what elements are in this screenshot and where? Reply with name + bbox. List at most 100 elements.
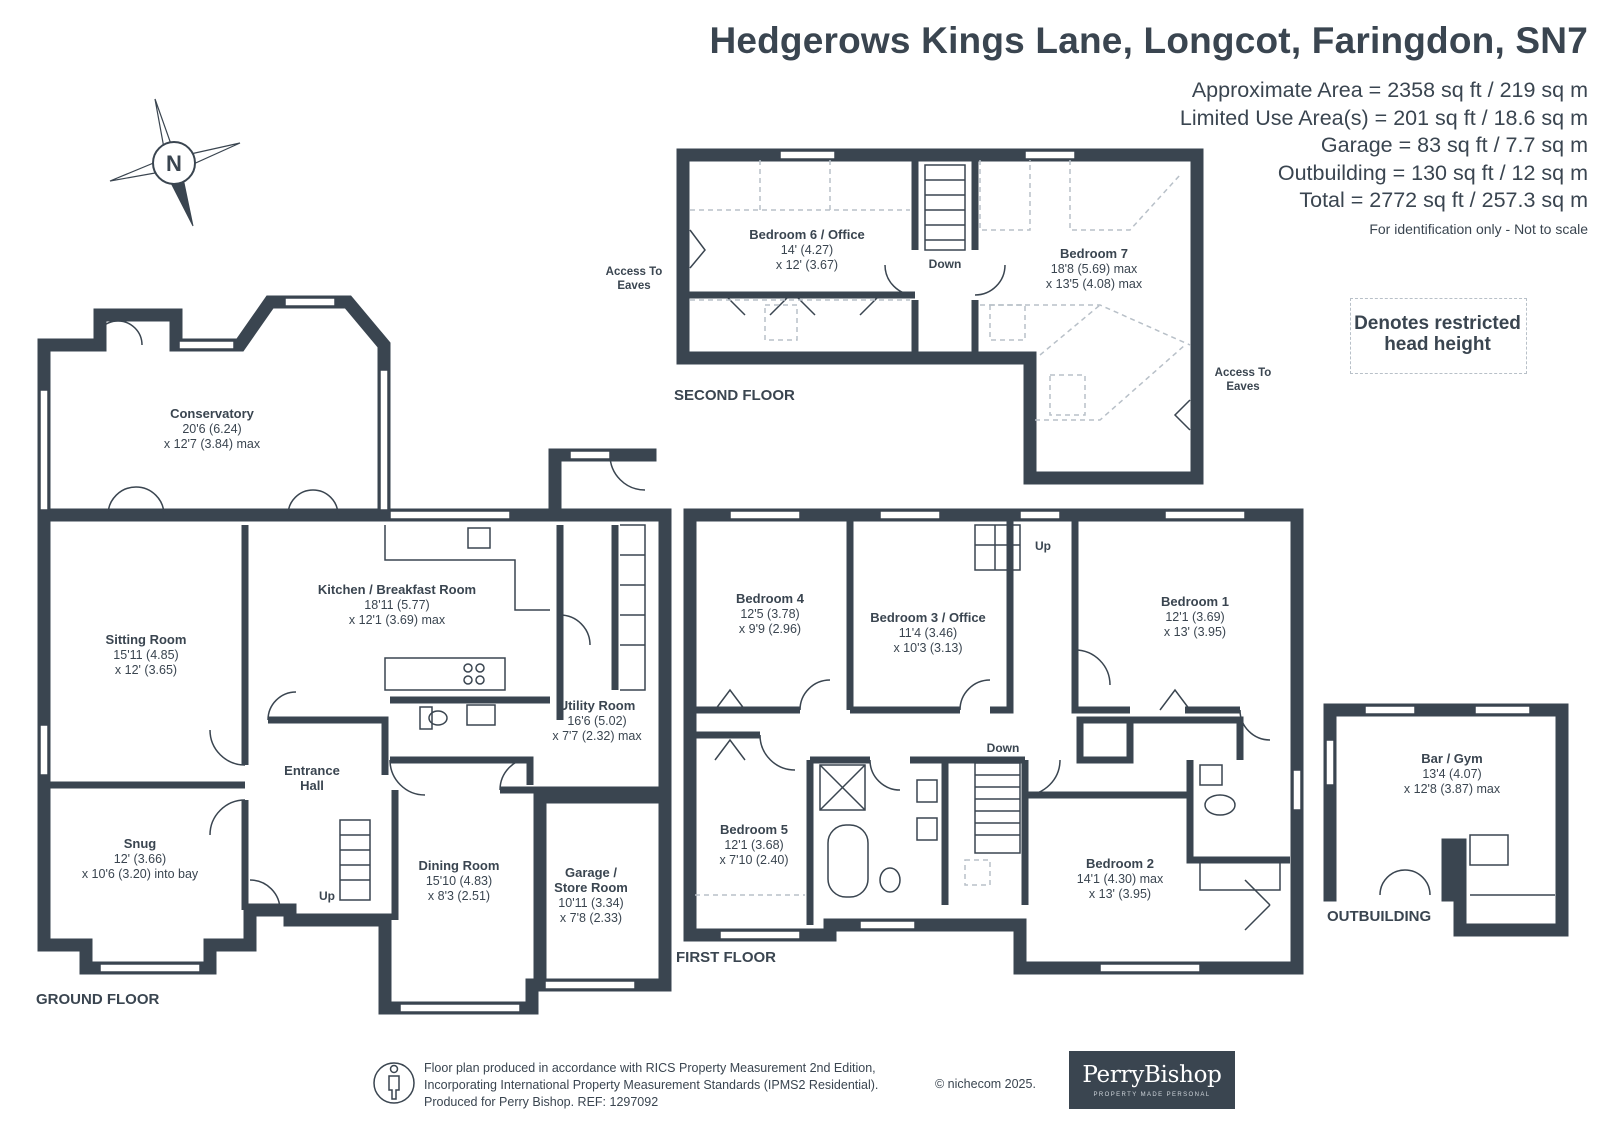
outbuilding-windows [1325, 705, 1531, 786]
bedroom-5-dim1: 12'1 (3.68) [724, 838, 783, 852]
bedroom-1-name: Bedroom 1 [1161, 594, 1229, 609]
restricted-legend-line2: head height [1384, 334, 1491, 355]
bedroom-6-name: Bedroom 6 / Office [749, 227, 865, 242]
bedroom-7-dim2: x 13'5 (4.08) max [1046, 277, 1143, 291]
dining-room-dim2: x 8'3 (2.51) [428, 889, 490, 903]
restricted-legend-line1: Denotes restricted [1354, 313, 1521, 334]
outbuilding-fixtures [1379, 834, 1555, 896]
garage-dim2: x 7'8 (2.33) [560, 911, 622, 925]
conservatory-name: Conservatory [170, 406, 255, 421]
ground-floor-internal-walls [44, 525, 660, 920]
restricted-height-swatch [1350, 298, 1527, 374]
bedroom-4-dim1: 12'5 (3.78) [740, 607, 799, 621]
footer-line2: Incorporating International Property Mea… [424, 1078, 879, 1092]
dining-room-name: Dining Room [419, 858, 500, 873]
first-stairs-up-label: Up [1035, 539, 1051, 553]
bedroom-2-dim2: x 13' (3.95) [1089, 887, 1151, 901]
ground-floor-label: GROUND FLOOR [36, 991, 159, 1008]
bedroom-2-name: Bedroom 2 [1086, 856, 1154, 871]
bedroom-3-name: Bedroom 3 / Office [870, 610, 986, 625]
second-stairs-down-label: Down [929, 257, 962, 271]
bedroom-3-dim2: x 10'3 (3.13) [893, 641, 962, 655]
first-floor-windows [719, 510, 1302, 973]
second-floor-fixtures [689, 164, 1191, 431]
garage-name: Garage / [565, 865, 617, 880]
kitchen-dim2: x 12'1 (3.69) max [349, 613, 446, 627]
first-stairs-down-label: Down [987, 741, 1020, 755]
utility-room-dim2: x 7'7 (2.32) max [552, 729, 642, 743]
snug-name: Snug [124, 836, 157, 851]
bedroom-4-name: Bedroom 4 [736, 591, 805, 606]
area-garage: Garage = 83 sq ft / 7.7 sq m [1320, 133, 1588, 157]
floor-labels: GROUND FLOOR FIRST FLOOR SECOND FLOOR OU… [36, 387, 1431, 1008]
ground-stairs-up-label: Up [319, 889, 335, 903]
first-floor-restricted [695, 859, 991, 896]
access-eaves-right-line2: Eaves [1226, 381, 1259, 393]
area-limited-use: Limited Use Area(s) = 201 sq ft / 18.6 s… [1179, 105, 1588, 130]
bedroom-4-dim2: x 9'9 (2.96) [739, 622, 801, 636]
bedroom-2-dim1: 14'1 (4.30) max [1077, 872, 1164, 886]
garage-name2: Store Room [554, 880, 628, 895]
restricted-height-legend: Denotes restricted head height [1350, 313, 1525, 355]
footer-notice: Floor plan produced in accordance with R… [424, 1060, 878, 1111]
bedroom-6-dim1: 14' (4.27) [781, 243, 833, 257]
bar-gym-dim2: x 12'8 (3.87) max [1404, 782, 1501, 796]
second-floor-windows [779, 150, 1076, 160]
bedroom-6-dim2: x 12' (3.67) [776, 258, 838, 272]
outbuilding-plan [1323, 703, 1569, 937]
garage-dim1: 10'11 (3.34) [558, 896, 623, 910]
first-floor-fixtures [714, 524, 1281, 931]
kitchen-name: Kitchen / Breakfast Room [318, 582, 476, 597]
bedroom-1-dim1: 12'1 (3.69) [1165, 610, 1224, 624]
snug-dim2: x 10'6 (3.20) into bay [82, 867, 199, 881]
access-eaves-right-line1: Access To [1215, 367, 1272, 379]
bedroom-1-dim2: x 13' (3.95) [1164, 625, 1226, 639]
bedroom-3-dim1: 11'4 (3.46) [899, 626, 957, 640]
ground-floor-windows [39, 297, 636, 1013]
entrance-hall-name: Entrance [284, 763, 340, 778]
brand-tagline: PROPERTY MADE PERSONAL [1093, 1092, 1211, 1098]
outbuilding-label: OUTBUILDING [1327, 908, 1431, 925]
compass-icon: N [109, 98, 241, 227]
bedroom-7-dim1: 18'8 (5.69) max [1051, 262, 1138, 276]
footer-line1: Floor plan produced in accordance with R… [424, 1061, 876, 1075]
conservatory-dim2: x 12'7 (3.84) max [164, 437, 261, 451]
compass-north-label: N [166, 151, 182, 176]
access-eaves-left-line1: Access To [606, 266, 663, 278]
bedroom-7-name: Bedroom 7 [1060, 246, 1128, 261]
bar-gym-name: Bar / Gym [1421, 751, 1482, 766]
dining-room-dim1: 15'10 (4.83) [426, 874, 492, 888]
brand-logo: PerryBishop PROPERTY MADE PERSONAL [1069, 1051, 1235, 1109]
first-floor-internal-walls [690, 520, 1290, 925]
ground-floor-fixtures [93, 320, 646, 911]
brand-name: PerryBishop [1082, 1062, 1222, 1088]
area-approximate: Approximate Area = 2358 sq ft / 219 sq m [1191, 78, 1588, 102]
sitting-room-dim2: x 12' (3.65) [115, 663, 177, 677]
bar-gym-dim1: 13'4 (4.07) [1422, 767, 1481, 781]
entrance-hall-name2: Hall [300, 778, 324, 793]
area-summary: Approximate Area = 2358 sq ft / 219 sq m… [1180, 77, 1588, 215]
copyright: © nichecom 2025. [935, 1077, 1036, 1091]
snug-dim1: 12' (3.66) [114, 852, 166, 866]
page-title: Hedgerows Kings Lane, Longcot, Faringdon… [709, 20, 1588, 61]
person-icon [373, 1062, 415, 1104]
area-outbuilding: Outbuilding = 130 sq ft / 12 sq m [1277, 160, 1588, 185]
sitting-room-name: Sitting Room [106, 632, 187, 647]
sitting-room-dim1: 15'11 (4.85) [113, 648, 178, 662]
room-labels: Conservatory 20'6 (6.24) x 12'7 (3.84) m… [82, 227, 1501, 925]
access-eaves-left-line2: Eaves [617, 280, 650, 292]
bedroom-5-dim2: x 7'10 (2.40) [719, 853, 788, 867]
utility-room-name: Utility Room [559, 698, 636, 713]
bedroom-5-name: Bedroom 5 [720, 822, 788, 837]
area-total: Total = 2772 sq ft / 257.3 sq m [1299, 188, 1588, 212]
second-floor-plan [676, 148, 1204, 485]
second-floor-label: SECOND FLOOR [674, 387, 795, 404]
disclaimer: For identification only - Not to scale [1369, 221, 1588, 237]
utility-room-dim1: 16'6 (5.02) [567, 714, 626, 728]
second-floor-internal-walls [683, 160, 979, 355]
second-floor-restricted [690, 160, 1191, 421]
footer-line3: Produced for Perry Bishop. REF: 1297092 [424, 1095, 659, 1109]
first-floor-label: FIRST FLOOR [676, 949, 776, 966]
kitchen-dim1: 18'11 (5.77) [364, 598, 429, 612]
